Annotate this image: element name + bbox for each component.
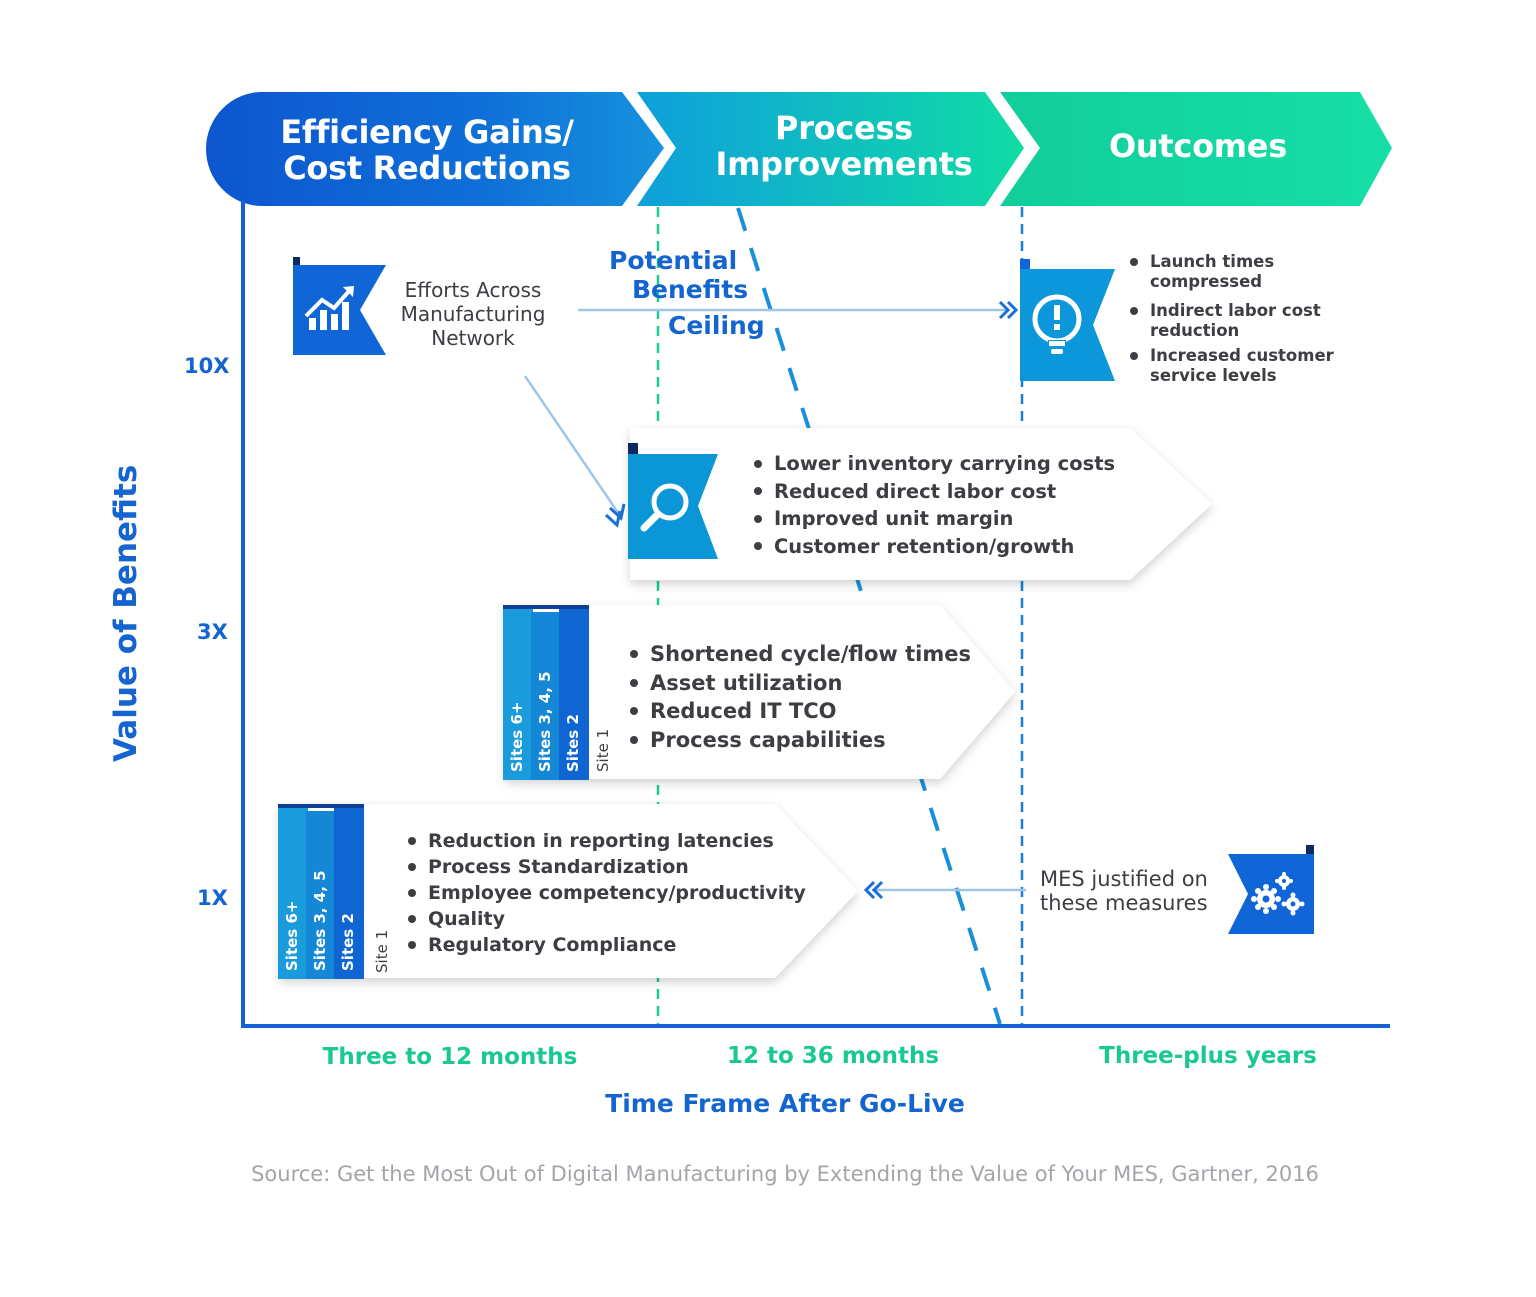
three-x-site-label-1: Site 1: [594, 728, 612, 772]
three-x-item-2: Asset utilization: [628, 669, 971, 698]
one-x-item-5: Regulatory Compliance: [406, 932, 806, 958]
outcomes-item-1: Launch times compressed: [1128, 252, 1334, 291]
one-x-site-label-6plus: Sites 6+: [283, 900, 301, 971]
efforts-flag: [293, 265, 386, 355]
lightbulb-icon: [1032, 294, 1082, 354]
efforts-line1: Efforts Across: [404, 278, 542, 302]
one-x-item-3: Employee competency/productivity: [406, 880, 806, 906]
outcomes-item-2-line1: Indirect labor cost: [1150, 301, 1321, 320]
chevron-double-down-icon: [604, 503, 626, 528]
phase-title-outcomes-line1: Outcomes: [1109, 127, 1287, 165]
three-x-site-stack: [503, 605, 589, 780]
mes-flag-tab: [1306, 845, 1314, 854]
one-x-item-4: Quality: [406, 906, 806, 932]
one-x-item-2: Process Standardization: [406, 854, 806, 880]
three-x-site-label-2: Sites 2: [564, 714, 582, 772]
three-x-site-label-6plus: Sites 6+: [508, 701, 526, 772]
three-x-site-label-345: Sites 3, 4, 5: [536, 671, 554, 772]
process-item-4: Customer retention/growth: [752, 533, 1115, 561]
phase-title-process-line2: Improvements: [715, 145, 973, 183]
process-list: Lower inventory carrying costs Reduced d…: [752, 450, 1115, 560]
outcomes-item-2-line2: reduction: [1150, 320, 1240, 340]
one-x-site-label-1: Site 1: [373, 929, 391, 973]
ceiling-label-line1: Potential: [609, 246, 738, 275]
source-note: Source: Get the Most Out of Digital Manu…: [251, 1162, 1319, 1186]
phase-banner-1: [206, 92, 664, 206]
outcomes-list: Launch times compressed Indirect labor c…: [1128, 252, 1334, 385]
mes-card-text: MES justified on these measures: [1040, 867, 1208, 915]
three-x-item-1: Shortened cycle/flow times: [628, 640, 971, 669]
ceiling-label: Potential Benefits Ceiling: [606, 246, 765, 340]
connector-efforts-to-process: [523, 375, 623, 518]
gears-icon: [1251, 872, 1305, 916]
one-x-site-stack: [278, 804, 364, 979]
chevron-double-right-icon: [998, 300, 1019, 320]
process-item-3: Improved unit margin: [752, 505, 1115, 533]
outcomes-item-3-line2: service levels: [1150, 365, 1277, 385]
mes-line1: MES justified on: [1040, 867, 1208, 891]
efforts-flag-tab: [293, 257, 300, 265]
phase-title-efficiency: Efficiency Gains/ Cost Reductions: [232, 114, 622, 186]
one-x-list: Reduction in reporting latencies Process…: [406, 828, 806, 958]
one-x-card-shape: [280, 804, 858, 978]
y-axis-label: Value of Benefits: [108, 464, 144, 762]
outcomes-item-3: Increased customer service levels: [1128, 346, 1334, 385]
process-card-shape: [630, 428, 1212, 580]
x-axis-label: Time Frame After Go-Live: [605, 1089, 965, 1118]
process-flag-tab: [628, 443, 638, 454]
x-period-1: Three to 12 months: [322, 1044, 578, 1070]
three-x-item-3: Reduced IT TCO: [628, 697, 971, 726]
outcomes-item-1-line2: compressed: [1150, 271, 1263, 291]
process-item-2: Reduced direct labor cost: [752, 478, 1115, 506]
ceiling-label-line2: Benefits: [632, 275, 749, 304]
mes-line2: these measures: [1040, 891, 1208, 915]
phase-title-process-line1: Process: [775, 109, 913, 147]
three-x-card-shape: [505, 605, 1015, 779]
three-x-item-4: Process capabilities: [628, 726, 971, 755]
ceiling-label-line3: Ceiling: [668, 311, 765, 340]
outcomes-item-3-line1: Increased customer: [1150, 346, 1334, 365]
efforts-line3: Network: [431, 326, 515, 350]
y-tick-3x: 3X: [197, 620, 228, 644]
outcomes-flag: [1020, 269, 1115, 381]
x-period-2: 12 to 36 months: [726, 1043, 940, 1069]
magnifier-icon: [640, 483, 689, 532]
outcomes-flag-tab: [1020, 259, 1030, 269]
one-x-site-label-345: Sites 3, 4, 5: [311, 870, 329, 971]
phase-title-process: Process Improvements: [676, 110, 1012, 182]
phase-title-outcomes: Outcomes: [1040, 128, 1356, 164]
outcomes-item-1-line1: Launch times: [1150, 252, 1275, 271]
process-item-1: Lower inventory carrying costs: [752, 450, 1115, 478]
trend-chart-icon: [304, 286, 354, 330]
x-period-3: Three-plus years: [1099, 1043, 1317, 1069]
three-x-list: Shortened cycle/flow times Asset utiliza…: [628, 640, 971, 754]
phase-title-efficiency-line1: Efficiency Gains/: [280, 113, 574, 151]
one-x-site-label-2: Sites 2: [339, 913, 357, 971]
efforts-line2: Manufacturing: [400, 302, 546, 326]
y-tick-1x: 1X: [197, 886, 228, 910]
phase-banner-2: [637, 92, 1024, 206]
phase-title-efficiency-line2: Cost Reductions: [283, 149, 571, 187]
phase-banner-3: [1000, 92, 1392, 206]
outcomes-item-2: Indirect labor cost reduction: [1128, 301, 1334, 340]
efforts-card-text: Efforts Across Manufacturing Network: [380, 278, 566, 350]
one-x-item-1: Reduction in reporting latencies: [406, 828, 806, 854]
chevron-double-left-icon: [863, 880, 884, 900]
y-tick-10x: 10X: [184, 354, 230, 378]
process-flag: [628, 454, 718, 559]
